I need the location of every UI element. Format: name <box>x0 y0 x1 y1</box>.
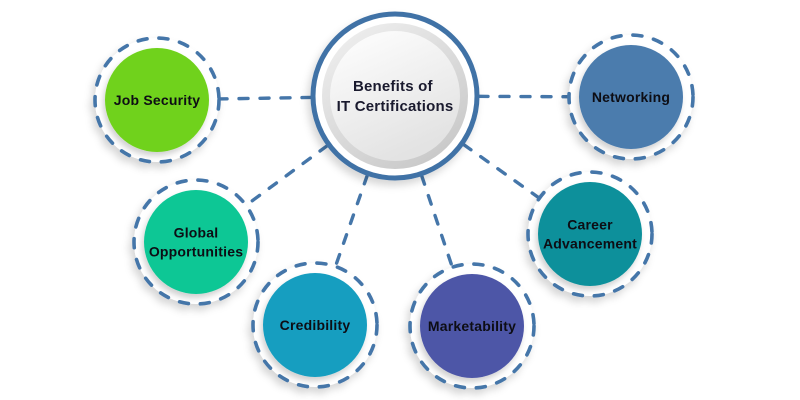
node-circle <box>579 45 683 149</box>
node-label: Marketability <box>428 318 516 334</box>
node-networking: Networking <box>567 33 695 161</box>
center-node: Benefits of IT Certifications <box>310 11 480 181</box>
node-circle <box>420 274 524 378</box>
node-label: Networking <box>592 89 670 105</box>
node-label: Credibility <box>280 317 351 333</box>
node-circle <box>144 190 248 294</box>
node-circle <box>263 273 367 377</box>
node-marketability: Marketability <box>408 262 536 390</box>
node-job-security: Job Security <box>93 36 221 164</box>
node-circle <box>105 48 209 152</box>
center-inner-circle <box>330 31 460 161</box>
center-title: Benefits of IT Certifications <box>337 78 454 115</box>
node-label: Job Security <box>114 92 200 108</box>
node-circle <box>538 182 642 286</box>
node-credibility: Credibility <box>251 261 379 389</box>
